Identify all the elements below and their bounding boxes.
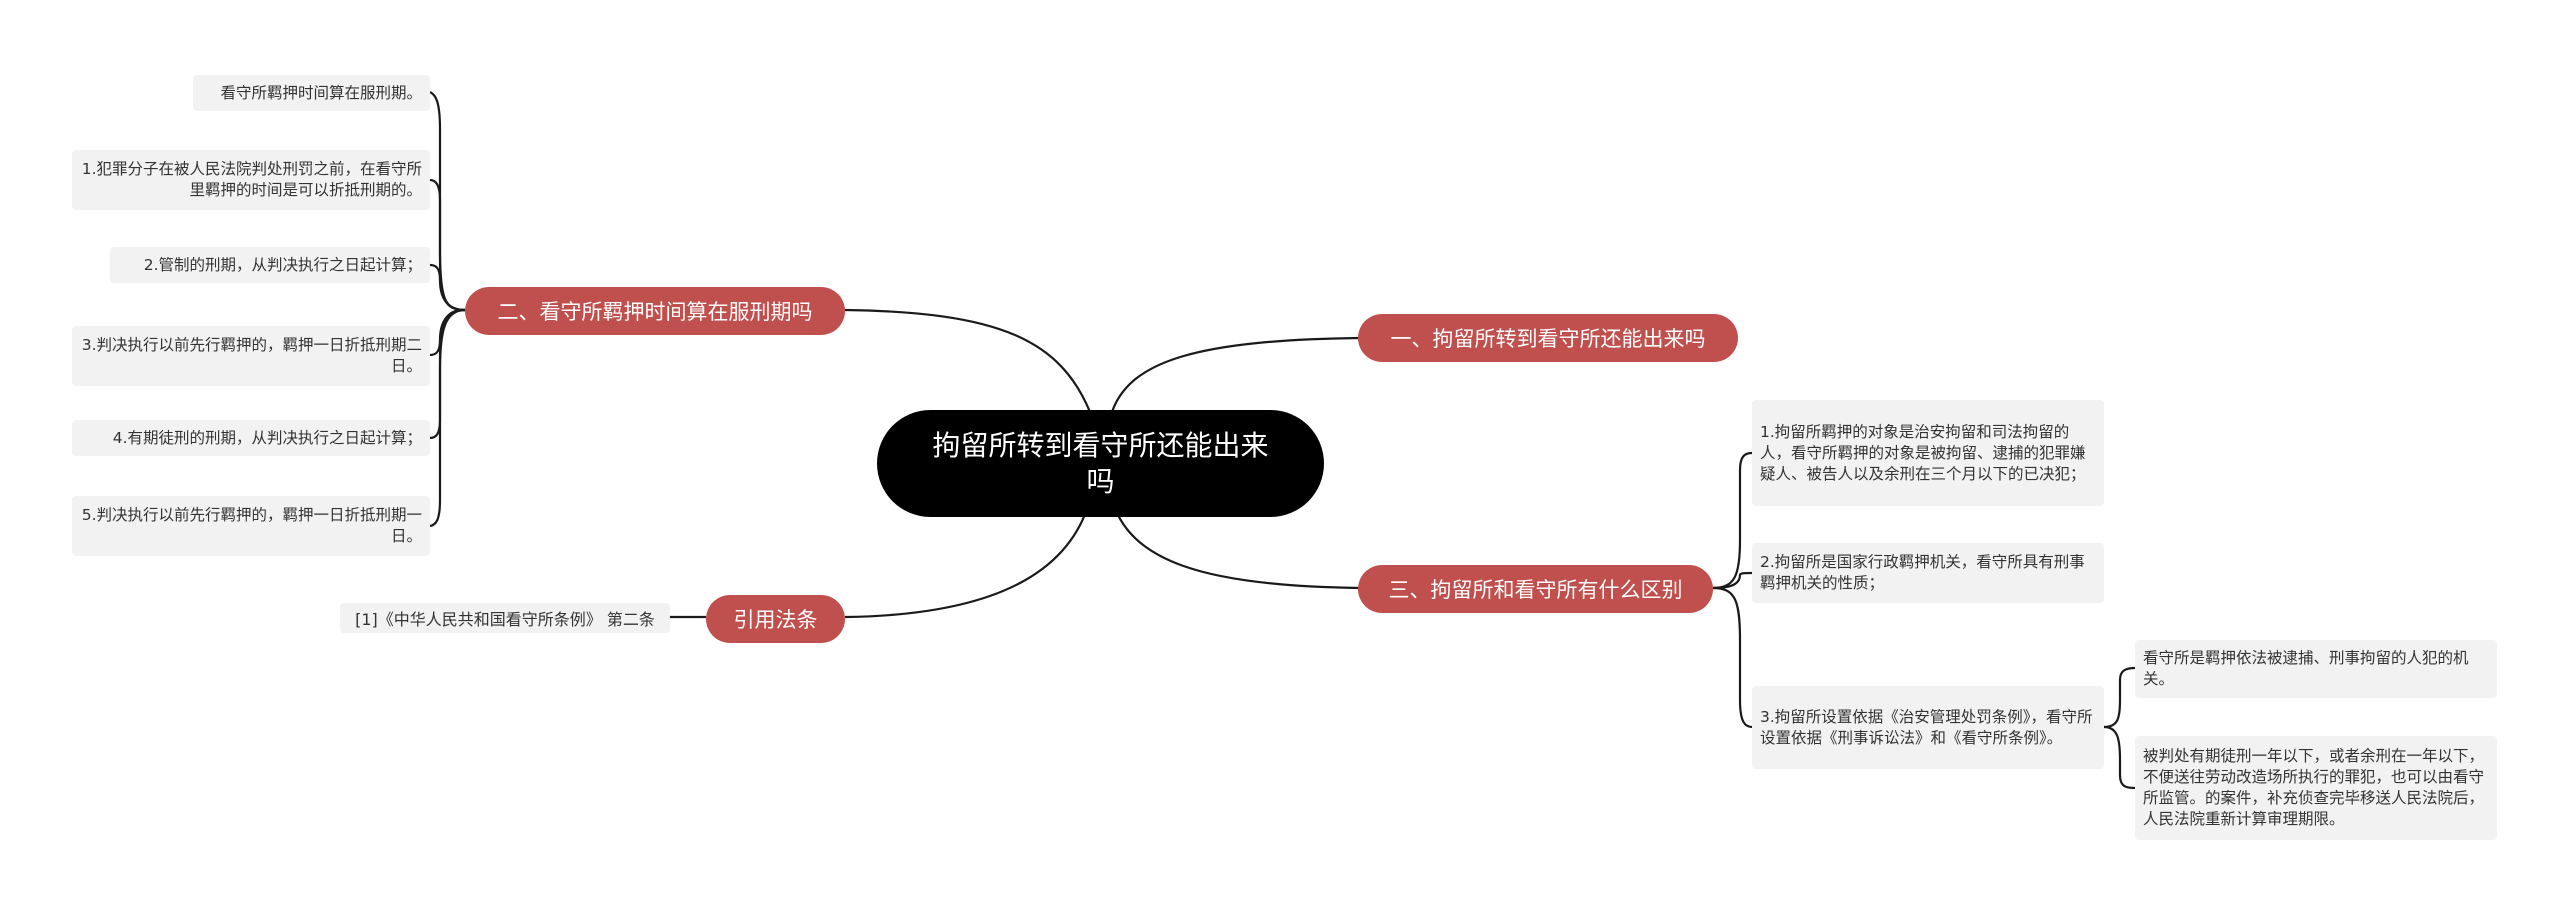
b2-leaf-4[interactable]: 3.判决执行以前先行羁押的，羁押一日折抵刑期二日。 — [72, 326, 430, 386]
branch-1-label: 一、拘留所转到看守所还能出来吗 — [1390, 327, 1706, 351]
b2-leaf-3-text: 2.管制的刑期，从判决执行之日起计算； — [143, 255, 422, 274]
b2-leaf-2-text: 1.犯罪分子在被人民法院判处刑罚之前，在看守所里羁押的时间是可以折抵刑期的。 — [81, 160, 422, 199]
b2-leaf-3[interactable]: 2.管制的刑期，从判决执行之日起计算； — [110, 247, 430, 283]
reference-leaf[interactable]: [1]《中华人民共和国看守所条例》 第二条 — [340, 603, 670, 633]
link-b2-l6 — [429, 308, 466, 528]
link-b2-l1 — [429, 91, 466, 312]
b3-leaf-2[interactable]: 2.拘留所是国家行政羁押机关，看守所具有刑事羁押机关的性质； — [1752, 543, 2104, 603]
b33-leaf-2-text: 被判处有期徒刑一年以下，或者余刑在一年以下，不便送往劳动改造场所执行的罪犯，也可… — [2143, 747, 2485, 828]
link-b3-l3 — [1712, 586, 1753, 729]
branch-2-label: 二、看守所羁押时间算在服刑期吗 — [497, 300, 813, 324]
link-b3-l1 — [1712, 451, 1753, 590]
b2-leaf-6[interactable]: 5.判决执行以前先行羁押的，羁押一日折抵刑期一日。 — [72, 496, 430, 556]
branch-4-label: 引用法条 — [733, 608, 818, 632]
link-b2-l5 — [429, 308, 466, 440]
b33-leaf-2[interactable]: 被判处有期徒刑一年以下，或者余刑在一年以下，不便送往劳动改造场所执行的罪犯，也可… — [2135, 736, 2497, 840]
b3-leaf-3-text: 3.拘留所设置依据《治安管理处罚条例》，看守所设置依据《刑事诉讼法》和《看守所条… — [1760, 707, 2093, 747]
link-root-b1 — [1110, 336, 1361, 413]
b2-leaf-5-text: 4.有期徒刑的刑期，从判决执行之日起计算； — [112, 428, 422, 447]
branch-1[interactable]: 一、拘留所转到看守所还能出来吗 — [1358, 314, 1738, 362]
b2-leaf-2[interactable]: 1.犯罪分子在被人民法院判处刑罚之前，在看守所里羁押的时间是可以折抵刑期的。 — [72, 150, 430, 210]
b2-leaf-5[interactable]: 4.有期徒刑的刑期，从判决执行之日起计算； — [72, 420, 430, 456]
branch-2[interactable]: 二、看守所羁押时间算在服刑期吗 — [465, 287, 845, 335]
b33-leaf-1[interactable]: 看守所是羁押依法被逮捕、刑事拘留的人犯的机关。 — [2135, 640, 2497, 698]
root-topic[interactable]: 拘留所转到看守所还能出来吗 — [877, 410, 1324, 517]
b3-leaf-1-text: 1.拘留所羁押的对象是治安拘留和司法拘留的人，看守所羁押的对象是被拘留、逮捕的犯… — [1760, 422, 2086, 483]
root-topic-label: 拘留所转到看守所还能出来吗 — [932, 428, 1269, 498]
link-b3-l2 — [1712, 571, 1753, 590]
link-root-b4 — [844, 499, 1092, 619]
b2-leaf-1-text: 看守所羁押时间算在服刑期。 — [220, 83, 422, 102]
b2-leaf-6-text: 5.判决执行以前先行羁押的，羁押一日折抵刑期一日。 — [81, 506, 422, 545]
b3-leaf-2-text: 2.拘留所是国家行政羁押机关，看守所具有刑事羁押机关的性质； — [1760, 553, 2085, 592]
link-b33-s1 — [2103, 666, 2136, 729]
b2-leaf-1[interactable]: 看守所羁押时间算在服刑期。 — [193, 75, 430, 111]
b3-leaf-3[interactable]: 3.拘留所设置依据《治安管理处罚条例》，看守所设置依据《刑事诉讼法》和《看守所条… — [1752, 686, 2104, 769]
branch-4[interactable]: 引用法条 — [706, 595, 845, 643]
link-root-b2 — [844, 308, 1092, 413]
b33-leaf-1-text: 看守所是羁押依法被逮捕、刑事拘留的人犯的机关。 — [2143, 649, 2469, 688]
branch-3-label: 三、拘留所和看守所有什么区别 — [1388, 578, 1683, 602]
link-root-b3 — [1110, 499, 1361, 590]
link-b2-l3 — [429, 263, 466, 312]
b3-leaf-1[interactable]: 1.拘留所羁押的对象是治安拘留和司法拘留的人，看守所羁押的对象是被拘留、逮捕的犯… — [1752, 400, 2104, 506]
b2-leaf-4-text: 3.判决执行以前先行羁押的，羁押一日折抵刑期二日。 — [81, 336, 422, 375]
link-b2-l2 — [429, 178, 466, 312]
link-b33-s2 — [2103, 725, 2136, 790]
branch-3[interactable]: 三、拘留所和看守所有什么区别 — [1358, 565, 1713, 613]
reference-text: [1]《中华人民共和国看守所条例》 第二条 — [355, 610, 655, 629]
